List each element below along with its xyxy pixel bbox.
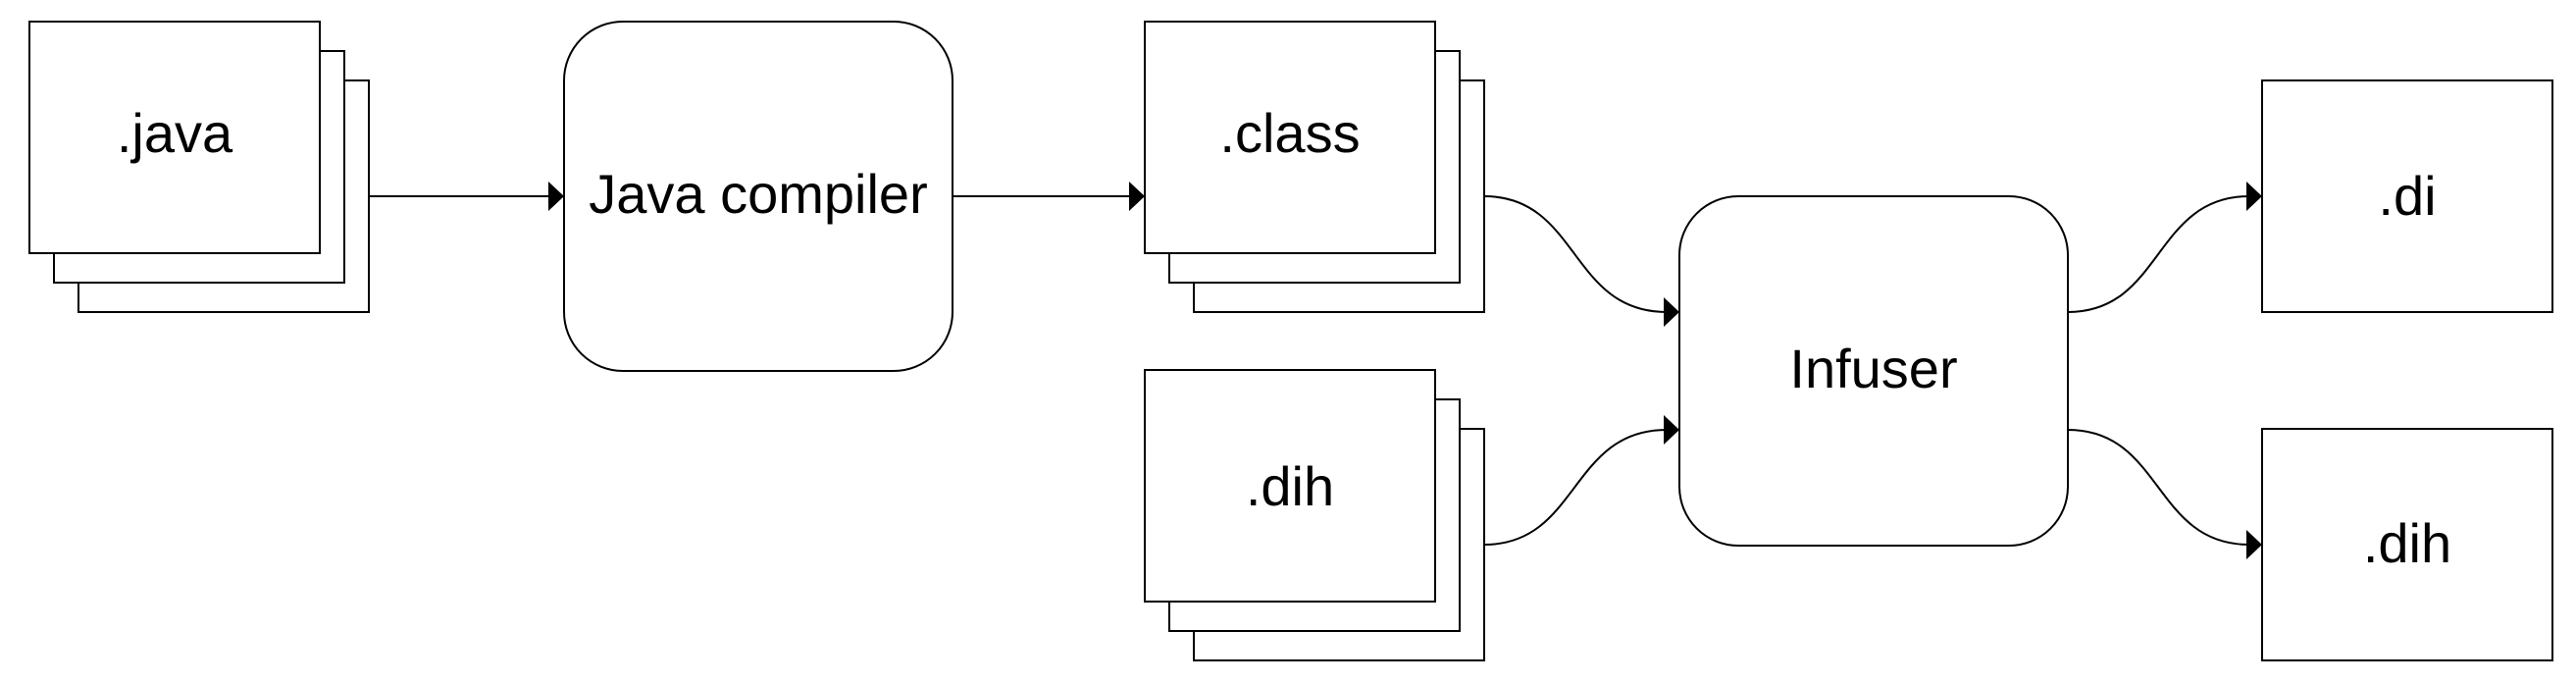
infuser-to-di-edge <box>2067 182 2262 313</box>
class-files-node: .class <box>1144 21 1485 313</box>
compiler-to-class-arrowhead <box>1129 182 1145 211</box>
java-to-compiler-edge <box>369 182 564 211</box>
class-to-infuser-line <box>1483 195 1668 313</box>
java-compiler-label: Java compiler <box>589 163 927 225</box>
class-to-infuser-arrowhead <box>1664 297 1679 327</box>
infuser-node: Infuser <box>1678 195 2069 547</box>
java-files-node: .java <box>28 21 370 313</box>
dih-input-page-front <box>1144 369 1436 603</box>
infuser-to-dih-arrowhead <box>2246 530 2262 559</box>
di-output-box <box>2261 79 2553 313</box>
infuser-box <box>1678 195 2069 547</box>
java-compiler-node: Java compiler <box>563 21 953 372</box>
infuser-to-di-arrowhead <box>2246 182 2262 211</box>
dih-output-label: .dih <box>2363 512 2451 574</box>
class-files-page-front <box>1144 21 1436 254</box>
java-files-label: .java <box>117 102 233 164</box>
infuser-to-dih-line <box>2067 429 2250 546</box>
dih-input-files-node: .dih <box>1144 369 1485 661</box>
java-files-page-front <box>28 21 321 254</box>
compiler-to-class-edge <box>953 182 1145 211</box>
class-to-infuser-edge <box>1483 195 1679 327</box>
class-files-label: .class <box>1219 102 1360 164</box>
di-output-label: .di <box>2378 165 2436 227</box>
di-output-node: .di <box>2261 79 2553 313</box>
dih-to-infuser-arrowhead <box>1664 415 1679 445</box>
dih-to-infuser-line <box>1483 429 1668 546</box>
infuser-to-di-line <box>2067 195 2250 313</box>
dih-output-node: .dih <box>2261 428 2553 661</box>
dih-to-infuser-edge <box>1483 415 1679 546</box>
java-to-compiler-arrowhead <box>548 182 564 211</box>
dih-input-files-label: .dih <box>1246 455 1334 517</box>
infuser-to-dih-edge <box>2067 429 2262 559</box>
infuser-label: Infuser <box>1789 338 1957 399</box>
dih-output-box <box>2261 428 2553 661</box>
